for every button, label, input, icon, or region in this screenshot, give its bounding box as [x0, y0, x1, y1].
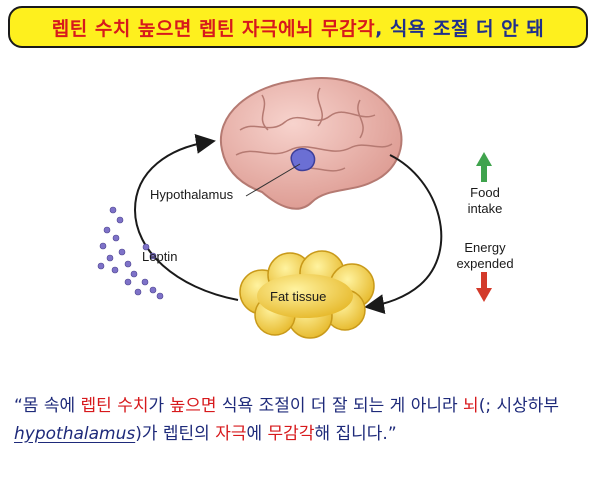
quote-part: 식욕 조절이 더 잘 되는 게 아니라	[216, 396, 464, 416]
quote-part: 에	[246, 424, 268, 444]
hypothalamus-label: Hypothalamus	[150, 187, 234, 202]
quote-part: 가	[148, 396, 170, 416]
quote-part-highlight: 높으면	[169, 396, 217, 416]
arrow-brain-to-fat	[364, 154, 443, 315]
title-part-1: 렙틴 수치 높으면 렙틴 자극에	[51, 17, 297, 40]
food-intake-up-arrow	[476, 152, 492, 182]
title-part-2: 뇌 무감각	[296, 17, 376, 40]
quote-part: )가 렙틴의	[135, 424, 216, 444]
arrow-fat-to-brain	[133, 133, 239, 301]
food-intake-label: Food intake	[467, 185, 503, 216]
fat-tissue-illustration	[239, 250, 375, 339]
quote-part: (; 시상하부	[478, 396, 560, 416]
quote-part-highlight: 자극	[215, 424, 247, 444]
quote-part-highlight: 무감각	[267, 424, 315, 444]
brain-illustration	[219, 77, 403, 210]
hypothalamus-region	[290, 148, 316, 172]
quote-part-highlight: 렙틴 수치	[80, 396, 149, 416]
energy-expended-label: Energy expended	[456, 240, 514, 271]
hypothalamus-pointer	[245, 163, 301, 197]
title-banner: 렙틴 수치 높으면 렙틴 자극에 뇌 무감각, 식욕 조절 더 안 돼	[8, 6, 588, 48]
leptin-feedback-diagram	[97, 77, 492, 339]
quote-part-highlight: 뇌	[463, 396, 479, 416]
quote-part: 해 집니다.”	[314, 424, 397, 444]
explanation-quote: “몸 속에 렙틴 수치가 높으면 식욕 조절이 더 잘 되는 게 아니라 뇌(;…	[14, 392, 590, 448]
energy-expended-down-arrow	[476, 272, 492, 302]
title-part-3: , 식욕 조절 더 안 돼	[375, 17, 545, 40]
quote-part-latin: hypothalamus	[14, 424, 136, 444]
quote-part: “몸 속에	[14, 396, 81, 416]
leptin-label: Leptin	[142, 249, 178, 264]
leptin-molecules	[97, 206, 164, 300]
fat-tissue-label: Fat tissue	[270, 289, 327, 304]
